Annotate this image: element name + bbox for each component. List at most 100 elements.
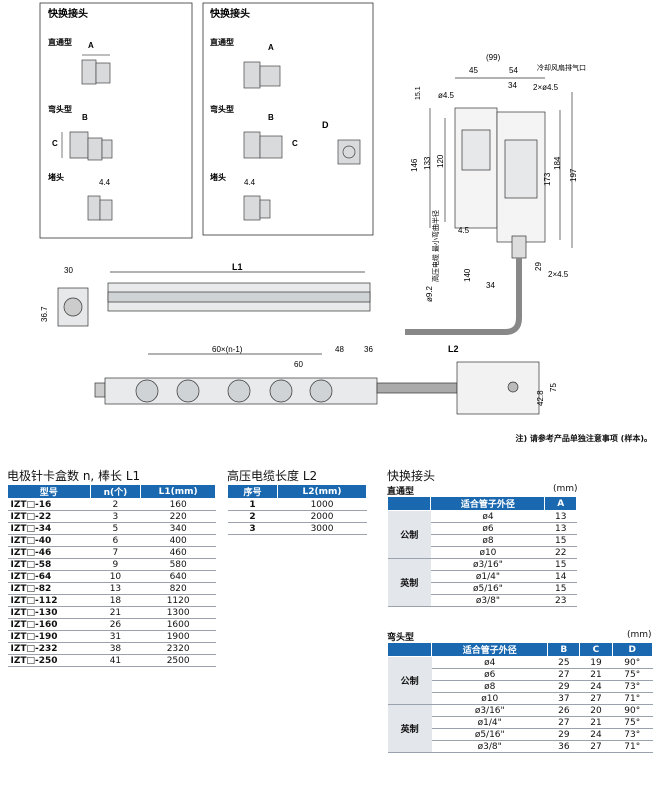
bottom-dim-75: 75 xyxy=(549,383,558,392)
table3-cell: 15 xyxy=(544,582,577,595)
callout2-title: 快换接头 xyxy=(209,7,250,20)
table1-cell: 7 xyxy=(90,546,141,559)
callout1-elbow-label: 弯头型 xyxy=(48,104,72,114)
straight-fitting-drawing xyxy=(81,54,111,85)
table3-unit: (mm) xyxy=(553,484,578,494)
table4-cell: 37 xyxy=(547,692,580,705)
table1-title: 电极针卡盒数 n, 棒长 L1 xyxy=(7,469,141,483)
table1-cell: 9 xyxy=(90,558,141,571)
table4-cell: ø5/16" xyxy=(431,728,548,741)
table4-unit: (mm) xyxy=(627,630,652,640)
table4-cell: 27 xyxy=(547,716,580,729)
table4-cell: 27 xyxy=(547,668,580,681)
table3-cell: 13 xyxy=(544,510,577,523)
table1-cell: IZT□-82 xyxy=(7,582,91,595)
callout-box-2: 快换接头 直通型 A 弯头型 B C D 堵头 4.4 xyxy=(202,2,374,236)
side-dim-45b: 4.5 xyxy=(458,226,470,235)
table2-cell: 1000 xyxy=(277,498,367,511)
front-dim-34: 34 xyxy=(486,281,495,290)
table1-cell: 400 xyxy=(140,534,216,547)
front-dim-29: 29 xyxy=(534,262,543,271)
callout2-dim-c: C xyxy=(292,139,298,148)
cable-bend-label: 高压电缆 最小弯曲半径 xyxy=(431,210,440,282)
table1-cell: IZT□-34 xyxy=(7,522,91,535)
table4-cell: 71° xyxy=(612,692,653,705)
plug-fitting-drawing xyxy=(87,195,113,221)
table4-group-label: 英制 xyxy=(387,704,432,753)
callout1-straight-label: 直通型 xyxy=(48,37,72,47)
cooling-vent-label: 冷却风扇排气口 xyxy=(537,63,586,72)
table4-cell: 73° xyxy=(612,728,653,741)
table4-cell: ø4 xyxy=(431,656,548,669)
bottom-dim-428: 42.8 xyxy=(536,390,545,406)
side-dim-99: (99) xyxy=(486,53,501,62)
table4-cell: 75° xyxy=(612,668,653,681)
table4-cell: 20 xyxy=(579,704,613,717)
controller-side-view xyxy=(405,77,573,335)
table3-group-label: 公制 xyxy=(387,510,431,559)
table1-header: n(个) xyxy=(89,484,142,499)
front-dim-l1: L1 xyxy=(232,262,243,272)
table1-cell: 1120 xyxy=(140,594,216,607)
table1-cell: IZT□-160 xyxy=(7,618,91,631)
table1-cell: 21 xyxy=(90,606,141,619)
table3-cell: 22 xyxy=(544,546,577,559)
table1-cell: 340 xyxy=(140,522,216,535)
table1-cell: 460 xyxy=(140,546,216,559)
table4-cell: ø3/16" xyxy=(431,704,548,717)
table3-cell: ø10 xyxy=(430,546,545,559)
bottom-dim-48: 48 xyxy=(335,345,344,354)
side-dim-45: 45 xyxy=(469,66,478,75)
table3-group-label: 英制 xyxy=(387,558,431,607)
bottom-dim-l2: L2 xyxy=(448,344,459,354)
bottom-dim-pitch: 60×(n-1) xyxy=(212,345,243,354)
side-dim-hole: ø4.5 xyxy=(438,91,455,100)
side-dim-173: 173 xyxy=(543,172,552,186)
table-row: ø1/4"14 xyxy=(388,570,577,583)
callout1-dim-b: B xyxy=(82,113,88,122)
table2-cell: 2000 xyxy=(277,510,367,523)
table4-cell: ø10 xyxy=(431,692,548,705)
table1-cell: IZT□-46 xyxy=(7,546,91,559)
table-row: ø5/16"15 xyxy=(388,582,577,595)
table1-cell: 6 xyxy=(90,534,141,547)
callout2-dim-44: 4.4 xyxy=(244,178,256,187)
table2-cell: 3 xyxy=(227,522,278,535)
table1-cell: 640 xyxy=(140,570,216,583)
table3-subtitle: 直通型 xyxy=(387,487,415,497)
table3-cell: ø3/8" xyxy=(430,594,545,607)
table4-cell: 21 xyxy=(579,716,613,729)
table1-cell: 10 xyxy=(90,570,141,583)
table1-cell: 41 xyxy=(90,654,141,667)
table4-cell: 27 xyxy=(579,692,613,705)
table4-header: C xyxy=(579,642,613,657)
callout1-title: 快换接头 xyxy=(47,7,88,20)
table1-cell: 2 xyxy=(90,498,141,511)
table1-cell: IZT□-190 xyxy=(7,630,91,643)
table4-cell: 73° xyxy=(612,680,653,693)
side-dim-34: 34 xyxy=(508,81,517,90)
table2-cell: 1 xyxy=(227,498,278,511)
side-dim-151: 15.1 xyxy=(415,86,422,100)
table2-cell: 3000 xyxy=(277,522,367,535)
table3-cell: 15 xyxy=(544,558,577,571)
table3-cell: ø6 xyxy=(430,522,545,535)
table3-cell: ø3/16" xyxy=(430,558,545,571)
table1-cell: 2320 xyxy=(140,642,216,655)
table1-cell: IZT□-22 xyxy=(7,510,91,523)
table4-header: 适合管子外径 xyxy=(431,642,549,657)
table3-header xyxy=(386,496,432,511)
